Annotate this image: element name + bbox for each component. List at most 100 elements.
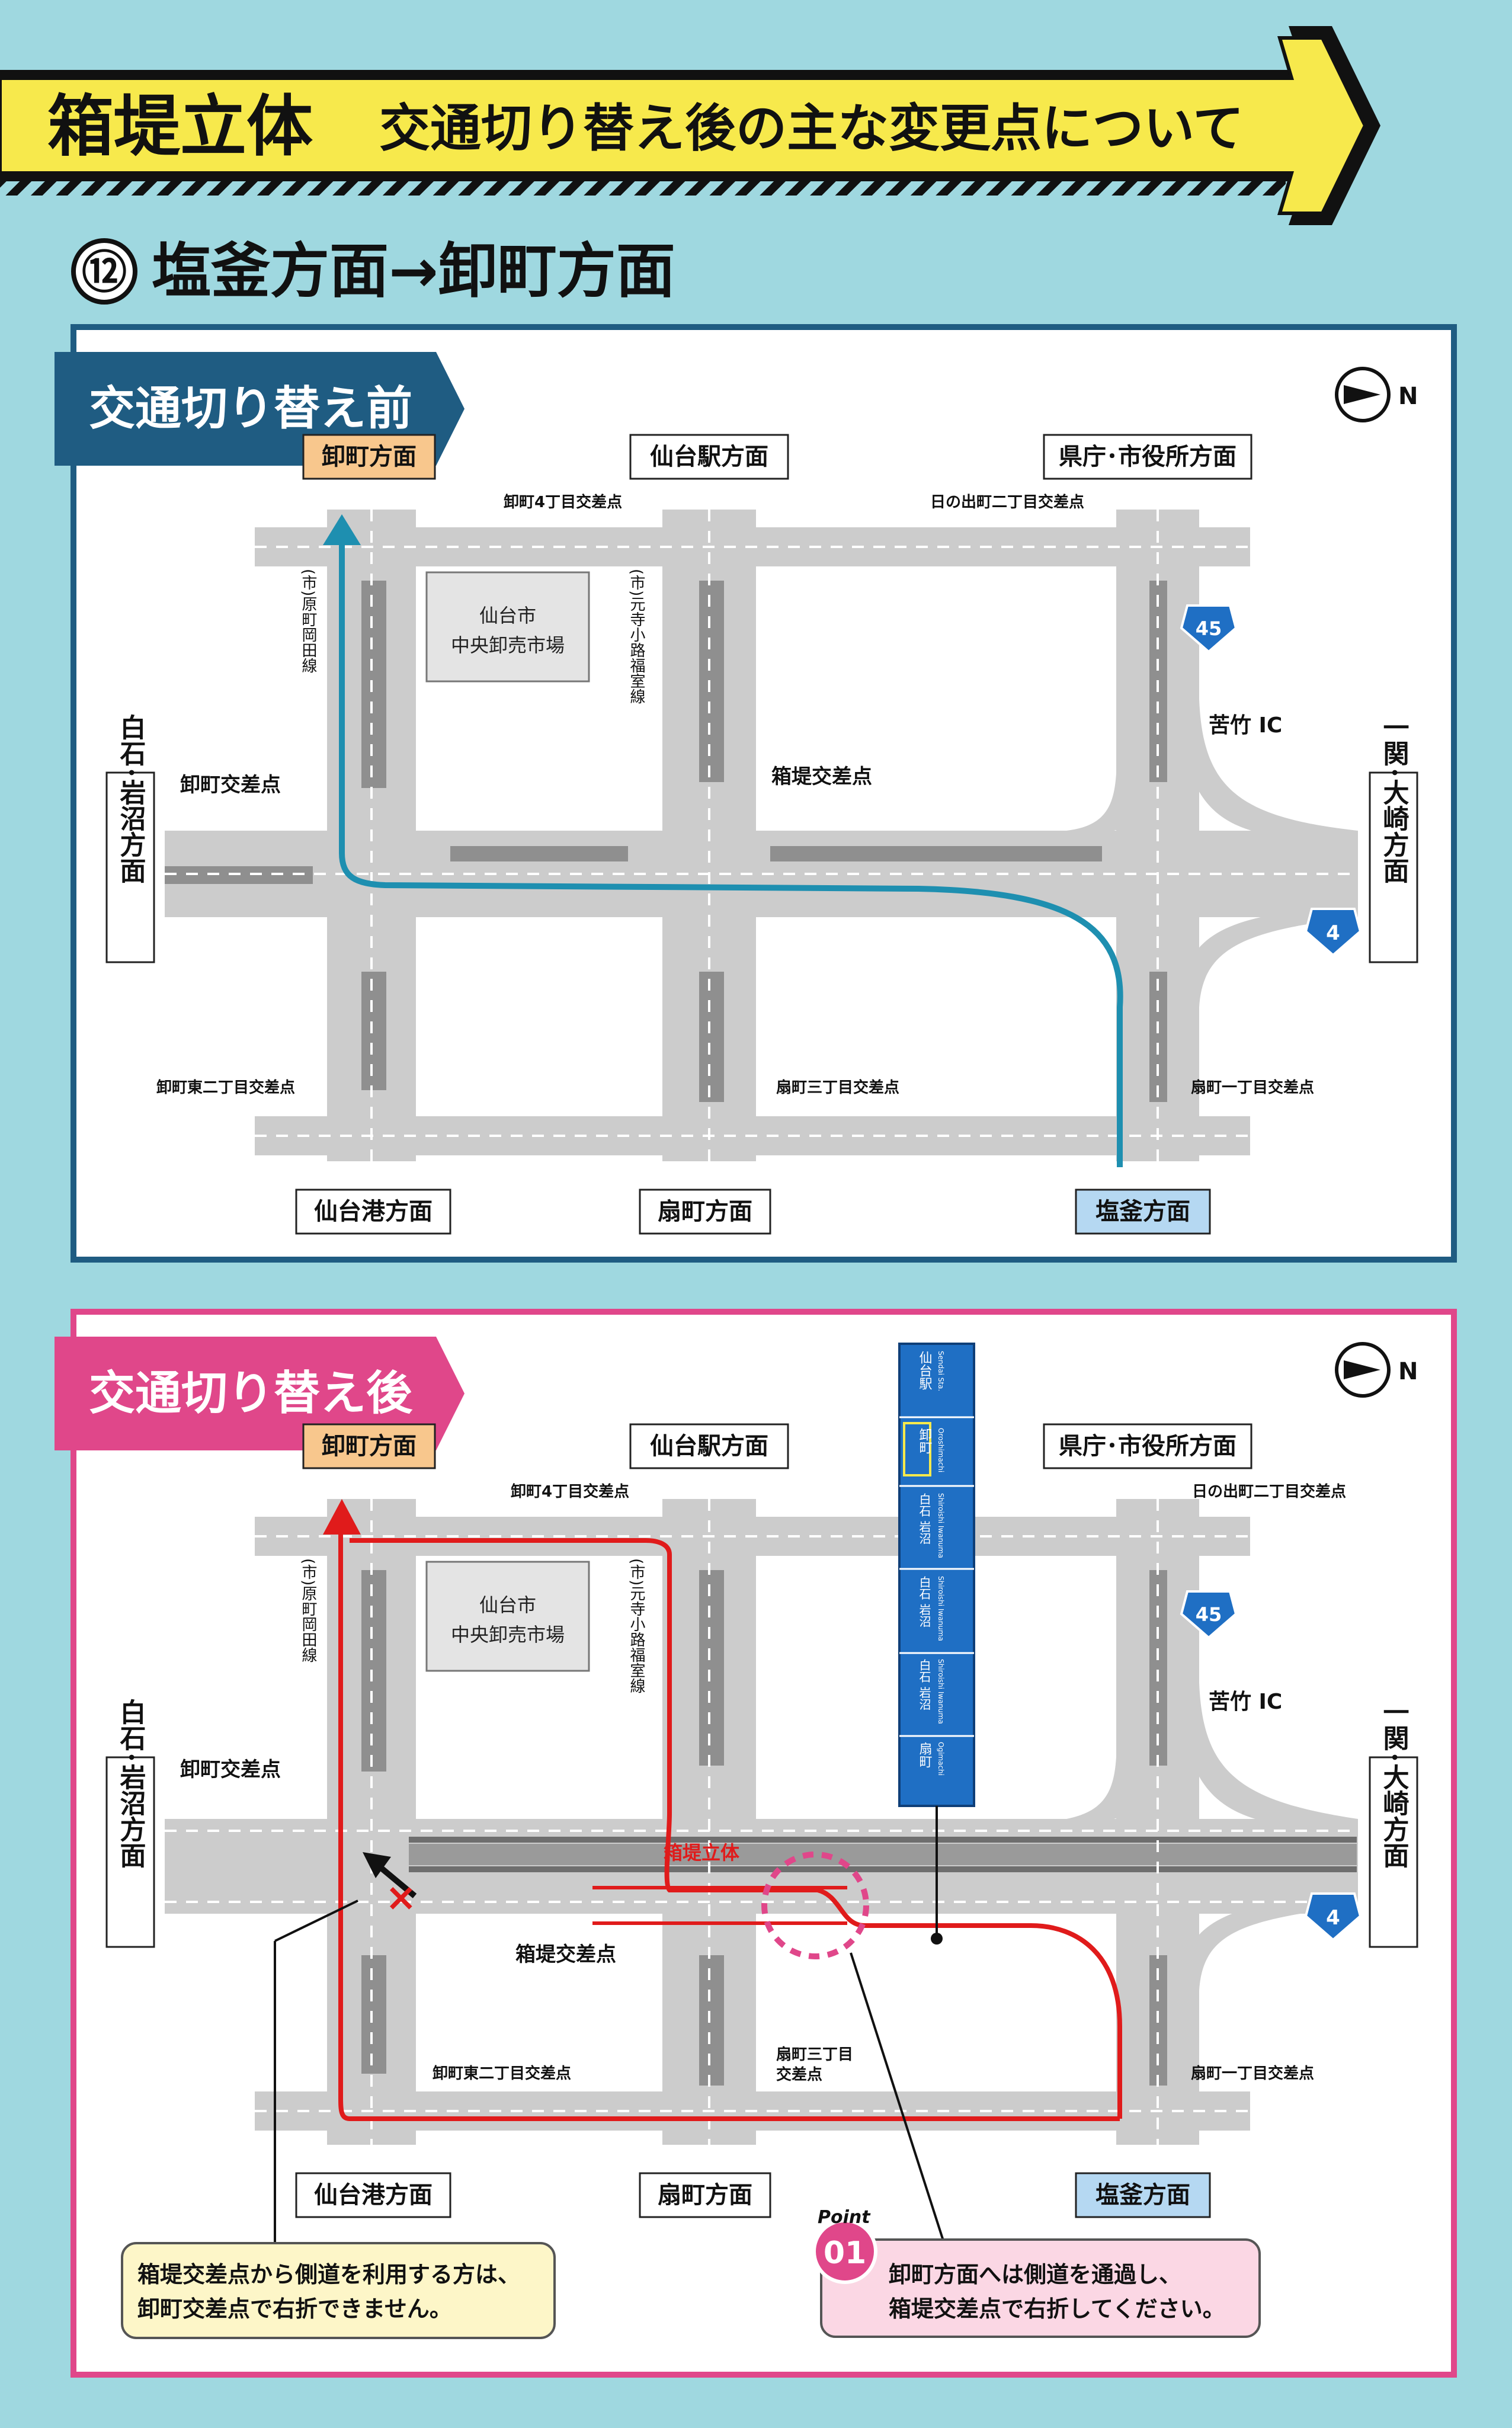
section-title: 塩釜方面→卸町方面 — [152, 236, 675, 306]
label-orosho-dir-after: 卸町方面 — [322, 1433, 417, 1460]
sign-lane-4-name: 白石 岩沼 — [917, 1576, 931, 1628]
note-left-line1: 箱堤交差点から側道を利用する方は、 — [137, 2262, 520, 2288]
label-ogimachi-dir: 扇町方面 — [658, 1198, 752, 1225]
label-orosho-dir: 卸町方面 — [322, 443, 417, 470]
svg-text:45: 45 — [1196, 617, 1222, 640]
sign-lane-2-en: Oroshimachi — [937, 1428, 945, 1472]
sign-lane-2-name: 卸町 — [917, 1428, 933, 1454]
after-panel: 交通切り替え後 N — [55, 1309, 1457, 2378]
label-ogimachi3-line2-after: 交差点 — [776, 2065, 822, 2084]
label-sendai-port-dir: 仙台港方面 — [314, 1198, 433, 1225]
svg-text:仙台市: 仙台市 — [479, 604, 536, 627]
label-ogimachi1: 扇町一丁目交差点 — [1191, 1078, 1314, 1097]
svg-text:N: N — [1398, 383, 1418, 410]
label-hinode2: 日の出町二丁目交差点 — [930, 493, 1084, 511]
route-4-shield-icon: 4 — [1304, 908, 1362, 957]
label-ichinoseki-dir: 一関･大崎方面 — [1379, 714, 1410, 883]
label-ogimachi3-line1-after: 扇町三丁目 — [776, 2045, 853, 2064]
label-orosho-higashi2-after: 卸町東二丁目交差点 — [433, 2064, 571, 2083]
no-right-turn-icon: × — [363, 1852, 417, 1920]
overhead-direction-sign: 仙台駅 Sendai Sta. 卸町 Oroshimachi 白石 岩沼 Shi… — [898, 1343, 975, 1945]
label-ichinoseki-dir-after: 一関･大崎方面 — [1379, 1699, 1410, 1868]
label-kencho-dir: 県庁･市役所方面 — [1059, 443, 1236, 470]
sign-lane-4-en: Shiroishi Iwanuma — [937, 1576, 945, 1641]
north-arrow-icon-after: N — [1335, 1342, 1418, 1398]
lane-markings — [165, 510, 1358, 1161]
route-4-shield-icon-after: 4 — [1304, 1892, 1362, 1942]
label-hinode2-after: 日の出町二丁目交差点 — [1192, 1482, 1346, 1501]
route-after-left — [338, 1517, 1120, 2121]
label-hakozutsumi-int: 箱堤交差点 — [771, 765, 872, 789]
sign-lane-6-name: 扇町 — [917, 1742, 933, 1768]
label-motoji-road: (市)元寺小路福室線 — [627, 569, 645, 704]
lane-markings-after — [165, 1499, 1358, 2145]
point-line1: 卸町方面へは側道を通過し、 — [889, 2262, 1181, 2288]
label-orosho4: 卸町4丁目交差点 — [504, 493, 622, 511]
route-before-arrowhead — [323, 514, 361, 545]
sign-lane-5-name: 白石 岩沼 — [917, 1659, 931, 1711]
road-darker — [165, 581, 1167, 1102]
label-shiogama-dir-after: 塩釜方面 — [1095, 2182, 1190, 2209]
point-line2: 箱堤交差点で右折してください。 — [889, 2296, 1225, 2322]
label-sendai-port-dir-after: 仙台港方面 — [314, 2182, 433, 2209]
highlight-circle — [761, 1852, 869, 1959]
market-area — [425, 571, 590, 683]
svg-text:45: 45 — [1196, 1603, 1222, 1626]
label-shiroishi-dir: 白石･岩沼方面 — [116, 714, 146, 883]
point-badge-number: 01 — [824, 2235, 866, 2271]
label-shiogama-dir: 塩釜方面 — [1095, 1198, 1190, 1225]
label-ogimachi3: 扇町三丁目交差点 — [776, 1078, 899, 1097]
svg-text:仙台市: 仙台市 — [479, 1594, 536, 1616]
label-nigatake-ic-after: 苦竹 IC — [1209, 1690, 1282, 1714]
point-badge-label: Point — [818, 2207, 871, 2228]
label-ogimachi1-after: 扇町一丁目交差点 — [1191, 2064, 1314, 2083]
before-panel: 交通切り替え前 N — [55, 324, 1457, 1263]
label-orosho-int: 卸町交差点 — [180, 773, 281, 797]
before-tab: 交通切り替え前 — [89, 382, 412, 435]
label-nigatake-ic: 苦竹 IC — [1209, 713, 1282, 738]
label-kencho-dir-after: 県庁･市役所方面 — [1059, 1433, 1236, 1460]
header-banner: 箱堤立体 交通切り替え後の主な変更点について — [0, 26, 1380, 225]
label-sendai-station-dir: 仙台駅方面 — [650, 443, 768, 470]
sign-lane-6-en: Ogimachi — [937, 1742, 945, 1776]
market-area-after — [425, 1561, 590, 1672]
label-shiroishi-dir-after: 白石･岩沼方面 — [116, 1699, 146, 1868]
sign-lane-5-en: Shiroishi Iwanuma — [937, 1659, 945, 1724]
label-orosho-int-after: 卸町交差点 — [180, 1758, 281, 1782]
svg-text:4: 4 — [1326, 1906, 1340, 1930]
section-number: ⑫ — [82, 246, 127, 299]
route-after-arrowhead — [323, 1499, 361, 1535]
section-heading: ⑫ 塩釜方面→卸町方面 — [71, 236, 675, 306]
sign-lane-1-name: 仙台駅 — [917, 1351, 933, 1390]
label-sendai-station-dir-after: 仙台駅方面 — [650, 1433, 768, 1460]
svg-text:中央卸売市場: 中央卸売市場 — [451, 634, 565, 656]
note-left-line2: 卸町交差点で右折できません。 — [137, 2296, 452, 2322]
svg-text:×: × — [385, 1876, 417, 1920]
label-orosho-higashi2: 卸町東二丁目交差点 — [156, 1078, 295, 1097]
label-haramachi-road-after: (市)原町岡田線 — [299, 1558, 317, 1663]
point-callout: Point 01 卸町方面へは側道を通過し、 箱堤交差点で右折してください。 — [812, 2207, 1261, 2338]
sign-lane-3-name: 白石 岩沼 — [917, 1493, 931, 1545]
label-hakozutsumi-int-after: 箱堤交差点 — [515, 1943, 616, 1966]
subtitle: 交通切り替え後の主な変更点について — [379, 99, 1244, 158]
route-before — [339, 530, 1123, 1167]
route-45-shield-icon-after: 45 — [1180, 1590, 1238, 1639]
viaduct — [409, 1837, 1357, 1872]
note-left: 箱堤交差点から側道を利用する方は、 卸町交差点で右折できません。 — [121, 2242, 556, 2339]
label-ogimachi-dir-after: 扇町方面 — [658, 2182, 752, 2209]
sign-lane-1-en: Sendai Sta. — [937, 1351, 945, 1391]
svg-text:中央卸売市場: 中央卸売市場 — [451, 1623, 565, 1646]
route-after-main — [350, 1538, 1122, 2119]
main-title: 箱堤立体 — [47, 88, 313, 165]
label-orosho4-after: 卸町4丁目交差点 — [511, 1482, 629, 1501]
svg-text:4: 4 — [1326, 921, 1340, 945]
label-hakozutsumi-viaduct: 箱堤立体 — [664, 1841, 739, 1864]
route-45-shield-icon: 45 — [1180, 604, 1238, 654]
after-tab: 交通切り替え後 — [89, 1367, 413, 1420]
north-arrow-icon: N — [1335, 367, 1418, 422]
sign-lane-3-en: Shiroishi Iwanuma — [937, 1493, 945, 1558]
svg-text:N: N — [1398, 1358, 1418, 1385]
label-haramachi-road: (市)原町岡田線 — [299, 569, 317, 673]
label-motoji-road-after: (市)元寺小路福室線 — [627, 1558, 645, 1693]
